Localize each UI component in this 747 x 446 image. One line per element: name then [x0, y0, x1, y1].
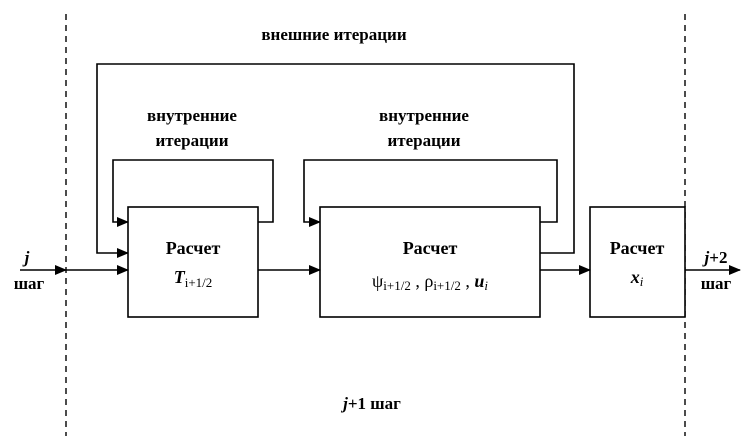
block2-title: Расчет: [403, 238, 458, 258]
step-j2-word: шаг: [701, 274, 732, 293]
block-calc-psi-rho-u: [319, 206, 541, 318]
outer-iterations-label: внешние итерации: [261, 25, 406, 44]
block3-formula: xi: [630, 267, 644, 289]
block1-formula: Ti+1/2: [174, 267, 213, 290]
outer-iteration-loop: [96, 63, 575, 258]
block2-formula: ψi+1/2 , ρi+1/2 , ui: [372, 271, 488, 293]
step-j-var: j: [22, 248, 30, 267]
block3-title: Расчет: [610, 238, 665, 258]
step-j1-label: j+1 шаг: [340, 394, 401, 413]
inner-iteration-loop-1: [112, 159, 274, 227]
inner-iterations-2-line2: итерации: [387, 131, 460, 150]
inner-iterations-1-line2: итерации: [155, 131, 228, 150]
inner-iterations-1-line1: внутренние: [147, 106, 237, 125]
inner-iterations-2-line1: внутренние: [379, 106, 469, 125]
step-j-word: шаг: [14, 274, 45, 293]
step-j2-label: j+2: [702, 248, 728, 267]
inner-iteration-loop-2: [303, 159, 558, 227]
block-calc-t: [127, 206, 259, 318]
block-calc-x: [589, 206, 686, 318]
block1-title: Расчет: [166, 238, 221, 258]
